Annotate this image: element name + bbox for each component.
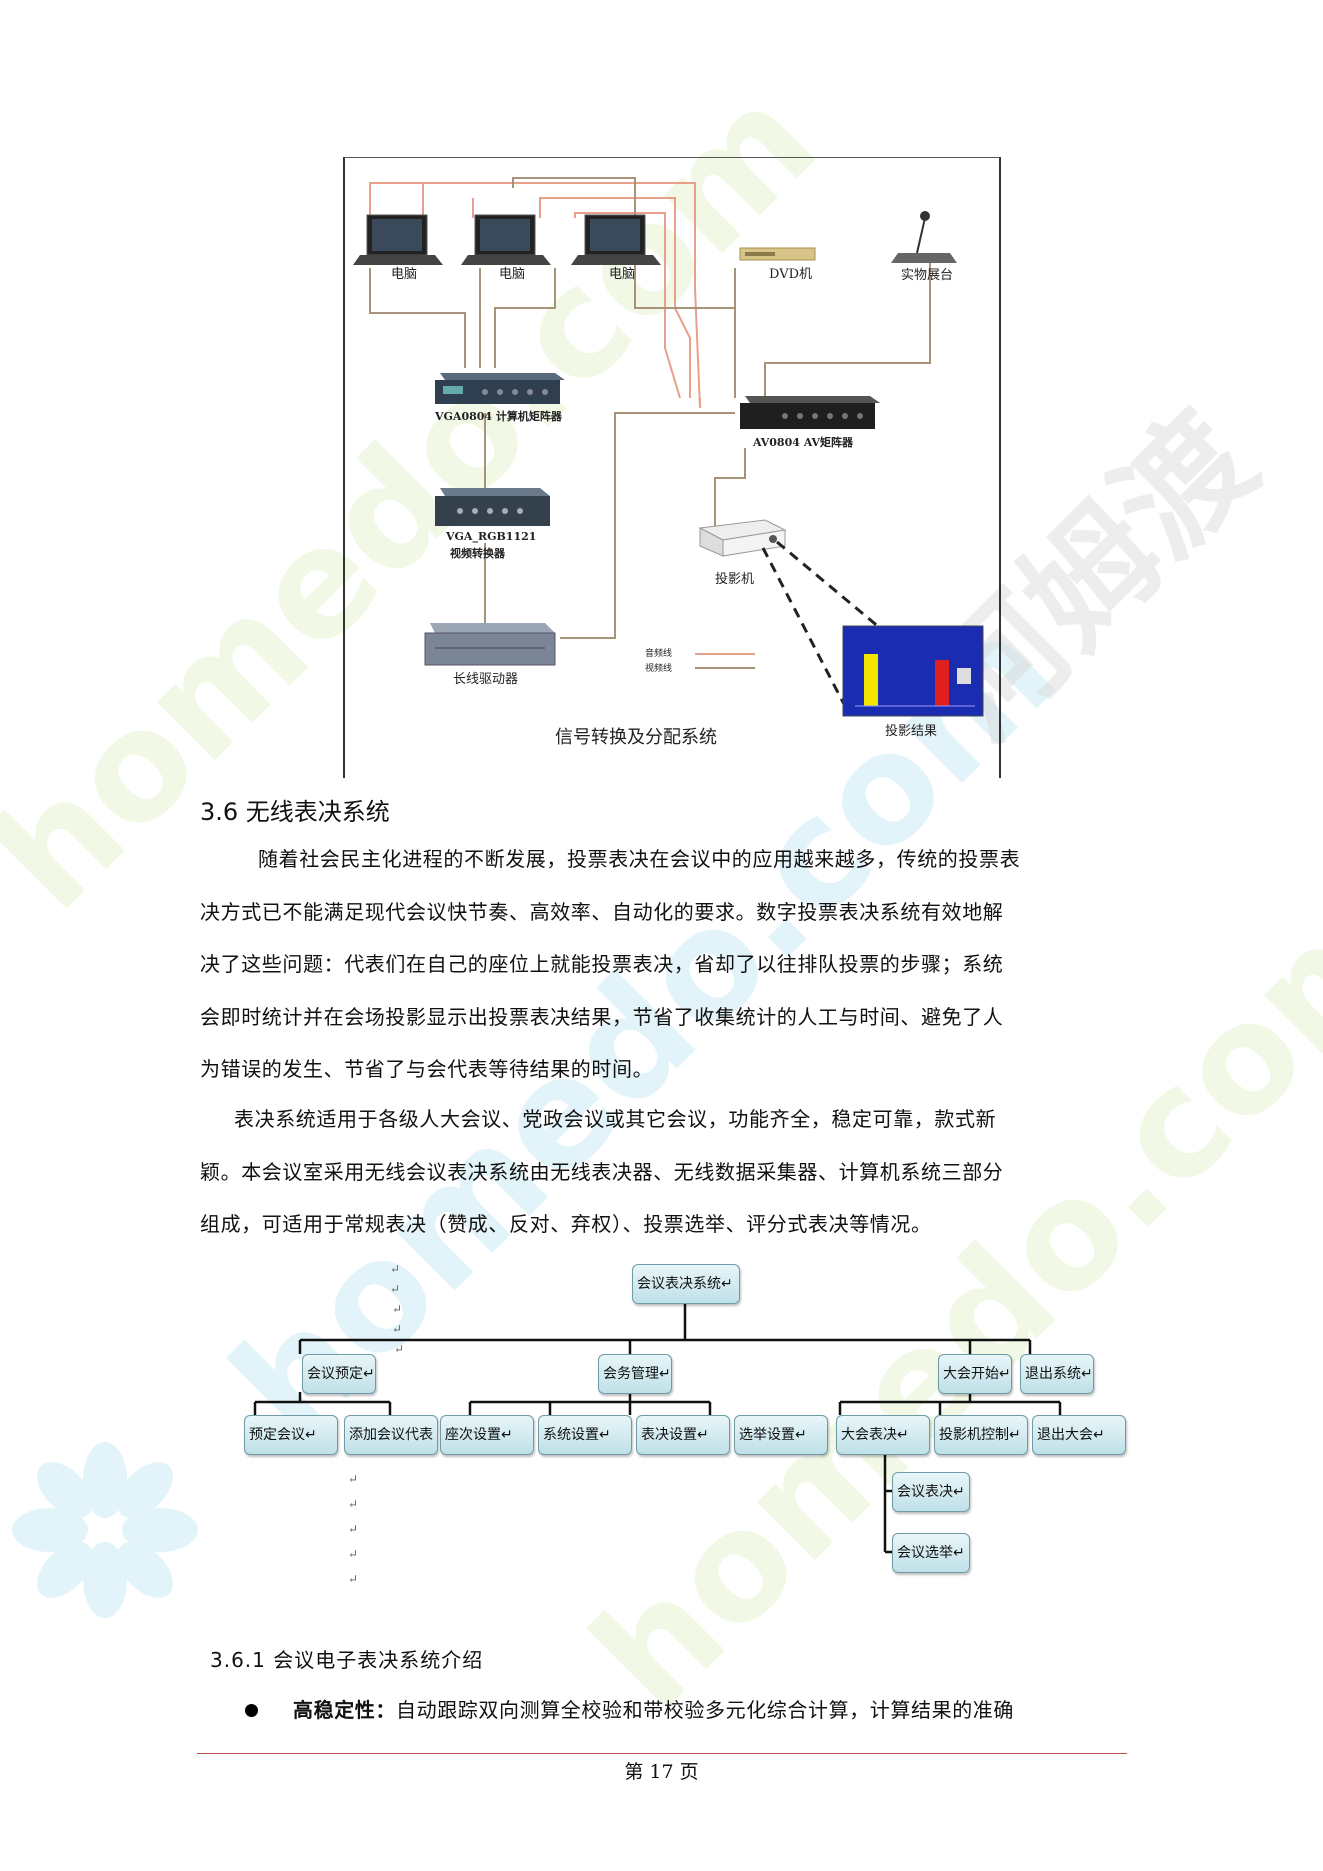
bullet-item: 高稳定性：自动跟踪双向测算全校验和带校验多元化综合计算，计算结果的准确 (293, 1694, 1014, 1723)
node-meeting-election: 会议选举↵ (892, 1533, 970, 1573)
label-dvd: DVD机 (769, 267, 813, 282)
label-projection-result: 投影结果 (885, 724, 938, 739)
paragraph-2-line-3: 组成，可适用于常规表决（赞成、反对、弃权）、投票选举、评分式表决等情况。 (200, 1212, 932, 1236)
label-visualizer: 实物展台 (901, 268, 954, 283)
node-election-settings: 选举设置↵ (734, 1415, 828, 1455)
laptop-icon-2 (461, 214, 551, 265)
section-heading: 3.6 无线表决系统 (200, 798, 390, 826)
label-pc-3: 电脑 (609, 267, 636, 282)
node-plenary-vote: 大会表决↵ (836, 1415, 930, 1455)
long-line-driver-icon (424, 623, 556, 666)
laptop-icon (353, 214, 443, 265)
paragraph-1-line-2: 决方式已不能满足现代会议快节奏、高效率、自动化的要求。数字投票表决系统有效地解 (200, 899, 1004, 924)
node-vote-settings: 表决设置↵ (636, 1415, 730, 1455)
legend-audio: 音频线 (645, 649, 673, 659)
paragraph-1-line-4: 会即时统计并在会场投影显示出投票表决结果，节省了收集统计的人工与时间、避免了人 (200, 1004, 1004, 1029)
label-pc-2: 电脑 (499, 267, 526, 282)
label-projector: 投影机 (715, 572, 755, 587)
node-seat-settings: 座次设置↵ (440, 1415, 534, 1455)
paragraph-mark-2: ↵ (390, 1282, 401, 1296)
label-converter: 视频转换器 (450, 547, 505, 560)
dvd-player-icon (739, 247, 816, 261)
paragraph-mark-6: ↵ (348, 1472, 359, 1486)
legend-video: 视频线 (645, 664, 673, 674)
node-exit-system: 退出系统↵ (1020, 1354, 1094, 1394)
footer-divider (197, 1753, 1127, 1754)
visualizer-icon (891, 211, 957, 263)
org-chart-connectors (253, 1304, 1062, 1554)
paragraph-mark-4: ↵ (392, 1322, 403, 1336)
paragraph-mark-3: ↵ (392, 1302, 403, 1316)
paragraph-2-line-2: 颖。本会议室采用无线会议表决系统由无线表决器、无线数据采集器、计算机系统三部分 (200, 1159, 1004, 1184)
converter-icon (435, 488, 550, 526)
label-pc-1: 电脑 (391, 267, 418, 282)
node-meeting-booking: 会议预定↵ (302, 1354, 376, 1394)
label-av-matrix: AV0804 AV矩阵器 (753, 436, 853, 449)
figure-caption: 信号转换及分配系统 (555, 727, 717, 748)
paragraph-mark-8: ↵ (348, 1522, 359, 1536)
paragraph-mark-9: ↵ (348, 1547, 359, 1561)
node-projector-control: 投影机控制↵ (934, 1415, 1028, 1455)
label-converter-model: VGA_RGB1121 (446, 530, 537, 543)
signal-distribution-diagram: 电脑 电脑 电脑 DVD机 实物展台 VGA0804 计算机矩阵器 AV0804… (343, 157, 1001, 778)
node-root: 会议表决系统↵ (632, 1264, 740, 1304)
paragraph-mark-5: ↵ (394, 1342, 405, 1356)
laptop-icon-3 (571, 214, 661, 265)
node-add-delegates: 添加会议代表 (344, 1415, 438, 1455)
paragraph-1-line-3: 决了这些问题：代表们在自己的座位上就能投票表决，省却了以往排队投票的步骤；系统 (200, 952, 1004, 976)
paragraph-mark-10: ↵ (348, 1572, 359, 1586)
paragraph-2-line-1: 表决系统适用于各级人大会议、党政会议或其它会议，功能齐全，稳定可靠，款式新 (234, 1107, 997, 1131)
label-long-driver: 长线驱动器 (453, 672, 519, 687)
voting-system-org-chart: ↵ ↵ ↵ ↵ ↵ ↵ ↵ ↵ ↵ ↵ 会议表决系统↵ 会议预定↵ 会务管理↵ … (240, 1262, 1130, 1592)
paragraph-mark-7: ↵ (348, 1497, 359, 1511)
paragraph-2: 表决系统适用于各级人大会议、党政会议或其它会议，功能齐全，稳定可靠，款式新 颖。… (200, 1093, 1130, 1251)
label-vga-matrix: VGA0804 计算机矩阵器 (435, 410, 562, 423)
av-matrix-icon (740, 396, 880, 429)
projector-icon (698, 519, 787, 557)
bullet-term: 高稳定性： (293, 1698, 396, 1722)
node-system-settings: 系统设置↵ (538, 1415, 632, 1455)
node-meeting-start: 大会开始↵ (938, 1354, 1012, 1394)
projection-screen-icon (842, 625, 984, 717)
node-book-meeting: 预定会议↵ (244, 1415, 338, 1455)
node-exit-meeting: 退出大会↵ (1032, 1415, 1126, 1455)
subsection-heading: 3.6.1 会议电子表决系统介绍 (210, 1648, 484, 1672)
paragraph-mark: ↵ (390, 1262, 401, 1276)
paragraph-1-line-1: 随着社会民主化进程的不断发展，投票表决在会议中的应用越来越多，传统的投票表 (258, 847, 1021, 871)
flower-watermark-icon (12, 1442, 198, 1618)
paragraph-1: 随着社会民主化进程的不断发展，投票表决在会议中的应用越来越多，传统的投票表 决方… (200, 833, 1130, 1096)
page-number: 第 17 页 (624, 1761, 699, 1783)
node-affairs-management: 会务管理↵ (598, 1354, 672, 1394)
bullet-text: 自动跟踪双向测算全校验和带校验多元化综合计算，计算结果的准确 (396, 1698, 1014, 1722)
vga-matrix-icon (435, 373, 565, 404)
node-meeting-vote: 会议表决↵ (892, 1472, 970, 1512)
paragraph-1-line-5: 为错误的发生、节省了与会代表等待结果的时间。 (200, 1057, 654, 1081)
diagram-wiring (353, 177, 984, 717)
bullet-icon (245, 1701, 265, 1721)
